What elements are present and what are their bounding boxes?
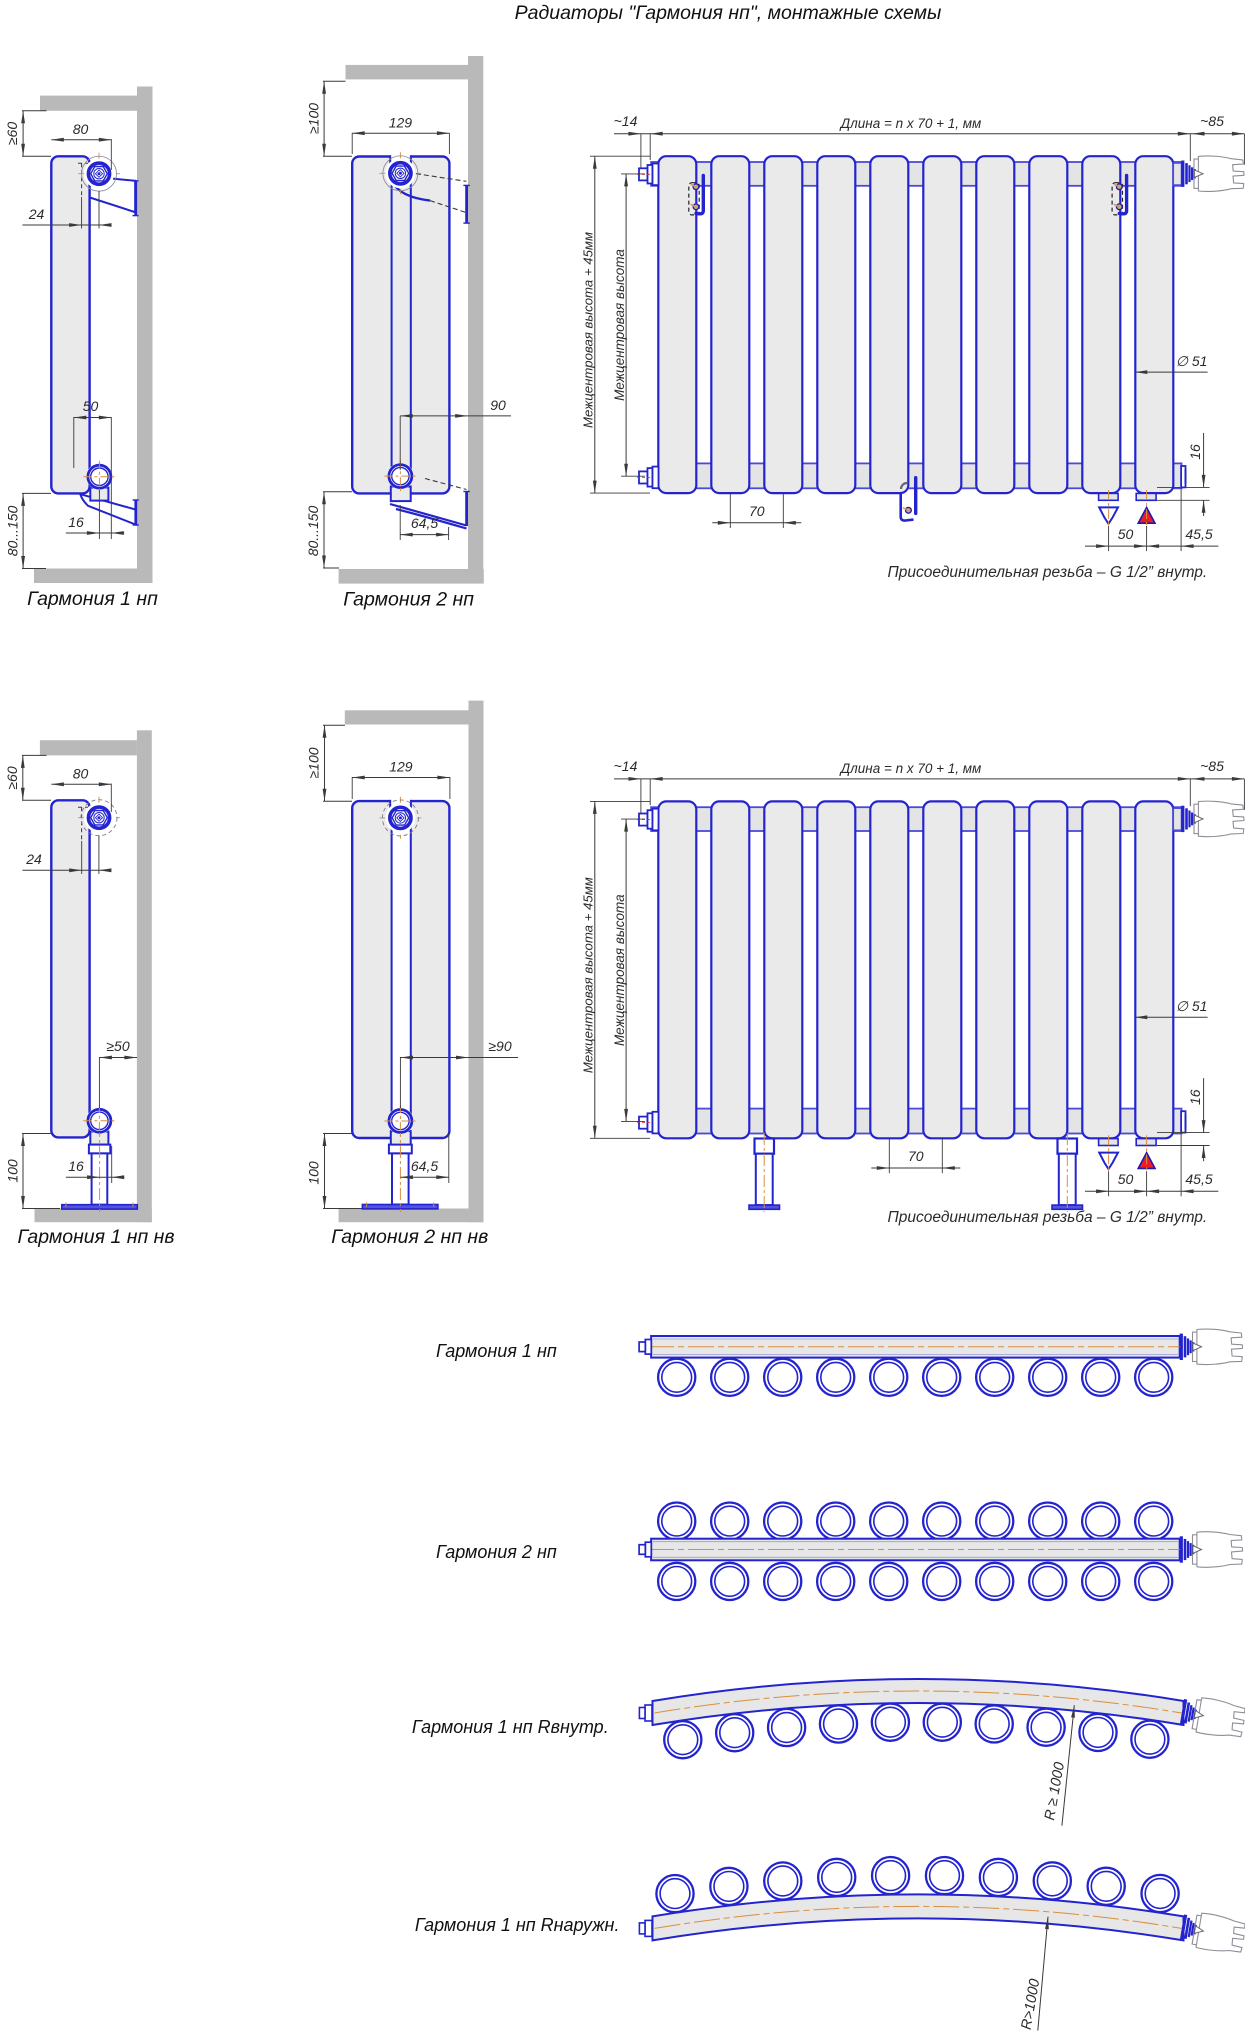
- svg-text:80: 80: [73, 121, 89, 137]
- svg-text:Длина = n x 70 + 1, мм: Длина = n x 70 + 1, мм: [839, 116, 982, 131]
- svg-text:16: 16: [1187, 444, 1203, 460]
- svg-text:80: 80: [73, 765, 89, 781]
- svg-text:~14: ~14: [614, 113, 638, 129]
- svg-text:80...150: 80...150: [4, 505, 20, 556]
- svg-text:45,5: 45,5: [1185, 526, 1212, 542]
- svg-text:Присоединительная резьба – G 1: Присоединительная резьба – G 1/2” внутр.: [888, 564, 1208, 581]
- svg-text:Межцентровая высота: Межцентровая высота: [612, 894, 627, 1046]
- svg-text:≥100: ≥100: [306, 747, 322, 778]
- svg-text:Гармония 1 нп: Гармония 1 нп: [27, 588, 158, 610]
- svg-text:90: 90: [490, 397, 506, 413]
- svg-text:100: 100: [306, 1161, 322, 1185]
- svg-text:Присоединительная резьба – G 1: Присоединительная резьба – G 1/2” внутр.: [888, 1209, 1208, 1226]
- svg-text:≥50: ≥50: [106, 1038, 129, 1054]
- svg-text:Межцентровая высота + 45мм: Межцентровая высота + 45мм: [581, 232, 596, 428]
- svg-text:Радиаторы "Гармония нп", монта: Радиаторы "Гармония нп", монтажные схемы: [515, 2, 942, 24]
- svg-text:∅ 51: ∅ 51: [1176, 998, 1208, 1014]
- svg-text:70: 70: [749, 503, 765, 519]
- svg-text:129: 129: [389, 114, 413, 130]
- svg-text:Гармония 2 нп нв: Гармония 2 нп нв: [331, 1226, 488, 1248]
- svg-text:≥90: ≥90: [488, 1038, 511, 1054]
- svg-text:~14: ~14: [614, 758, 638, 774]
- svg-text:64,5: 64,5: [411, 515, 438, 531]
- svg-text:Гармония 1 нп Rвнутр.: Гармония 1 нп Rвнутр.: [412, 1717, 609, 1737]
- svg-text:50: 50: [1118, 1171, 1134, 1187]
- svg-text:16: 16: [1187, 1089, 1203, 1105]
- svg-text:Гармония 2 нп: Гармония 2 нп: [436, 1542, 557, 1562]
- svg-text:50: 50: [1118, 526, 1134, 542]
- svg-text:Длина = n x 70 + 1, мм: Длина = n x 70 + 1, мм: [839, 761, 982, 776]
- svg-text:45,5: 45,5: [1185, 1171, 1212, 1187]
- svg-text:70: 70: [908, 1148, 924, 1164]
- svg-text:∅ 51: ∅ 51: [1176, 353, 1208, 369]
- svg-text:Гармония 2 нп: Гармония 2 нп: [343, 589, 474, 611]
- svg-text:129: 129: [389, 759, 413, 775]
- svg-text:Гармония 1 нп Rнаружн.: Гармония 1 нп Rнаружн.: [415, 1915, 620, 1935]
- svg-text:24: 24: [25, 851, 42, 867]
- svg-text:~85: ~85: [1200, 113, 1224, 129]
- svg-text:16: 16: [68, 1158, 84, 1174]
- svg-text:50: 50: [83, 398, 99, 414]
- svg-text:24: 24: [28, 206, 45, 222]
- svg-text:≥60: ≥60: [4, 766, 20, 789]
- svg-text:Гармония 1 нп нв: Гармония 1 нп нв: [17, 1226, 174, 1248]
- svg-text:Межцентровая высота + 45мм: Межцентровая высота + 45мм: [581, 877, 596, 1073]
- svg-text:Гармония 1 нп: Гармония 1 нп: [436, 1341, 557, 1361]
- svg-text:≥60: ≥60: [4, 122, 20, 145]
- svg-text:Межцентровая высота: Межцентровая высота: [612, 249, 627, 401]
- svg-text:64,5: 64,5: [411, 1158, 438, 1174]
- svg-text:80...150: 80...150: [305, 505, 321, 556]
- svg-text:16: 16: [68, 514, 84, 530]
- svg-text:≥100: ≥100: [305, 103, 321, 134]
- svg-text:100: 100: [4, 1159, 20, 1183]
- svg-text:~85: ~85: [1200, 758, 1224, 774]
